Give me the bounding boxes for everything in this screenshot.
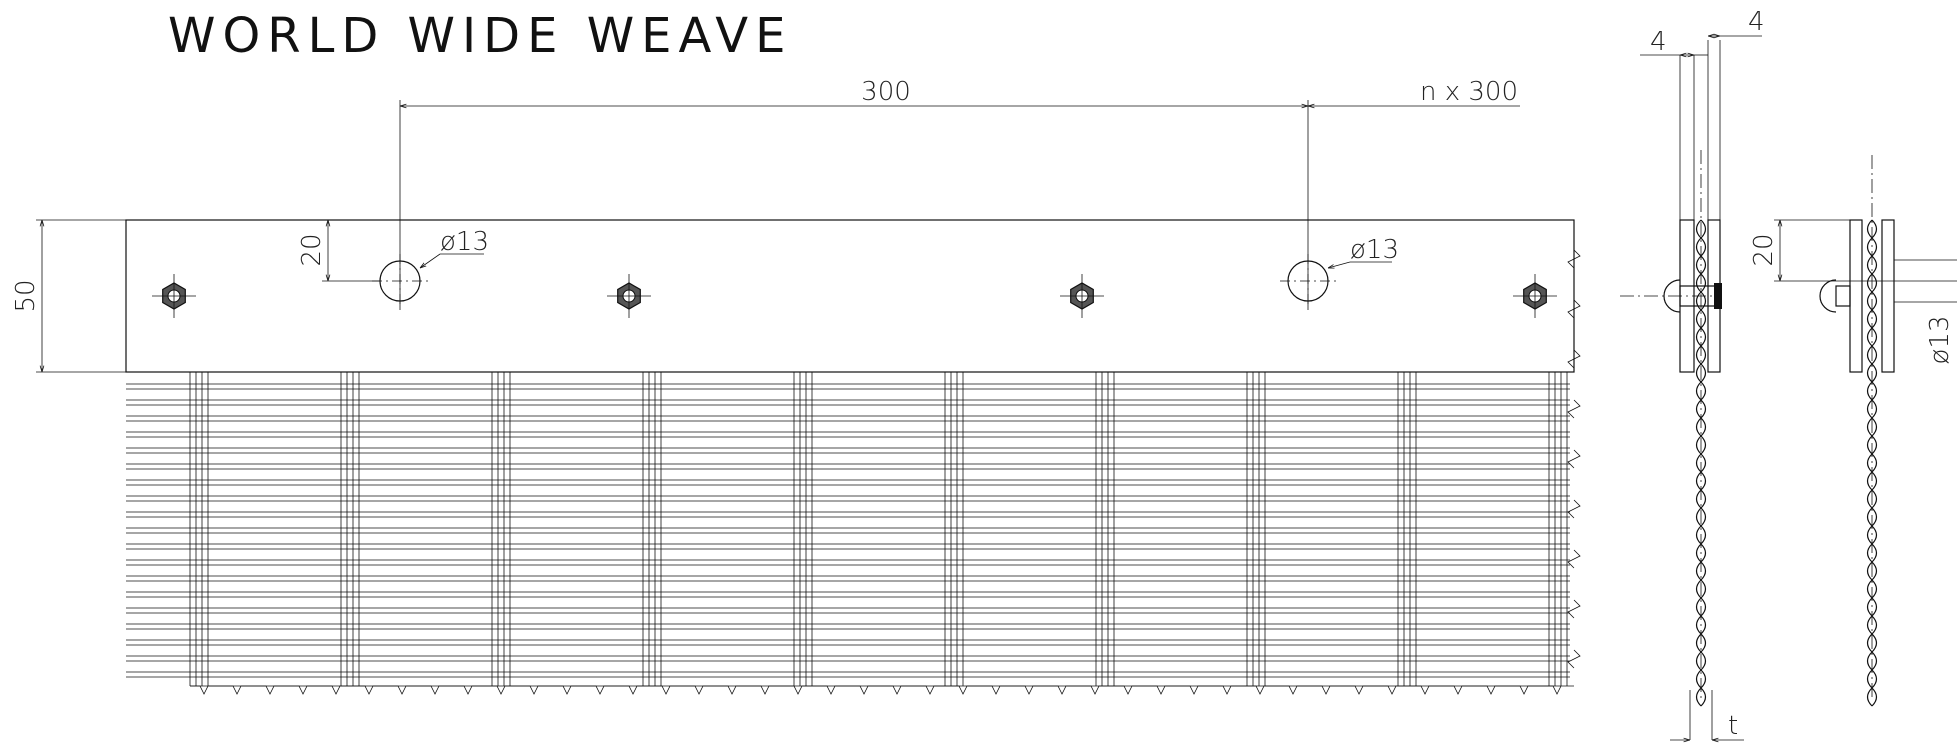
strip-height-dimension: 50 [11,219,126,373]
hex-bolt-4 [1513,274,1557,318]
hole-diameter-label-2: ø13 [1350,235,1399,265]
hex-bolt-3 [1060,274,1104,318]
strip-height-label: 50 [11,279,41,312]
hole-diameter-label-1: ø13 [440,227,489,257]
pitch-dimension: 300 n x 300 [399,77,1520,310]
mounting-hole-1: ø13 [372,227,489,308]
side-hole-offset-label: 20 [1749,233,1779,266]
plate-thickness-right-label: 4 [1748,7,1765,37]
section-view-1: 4 4 t [1620,7,1765,741]
wire-mesh [126,372,1574,695]
pitch-multiple-label: n x 300 [1420,77,1518,107]
hex-bolt-1 [152,274,196,318]
pitch-label: 300 [861,77,911,107]
side-hole-diameter-label: ø13 [1925,316,1955,365]
twisted-wire-2 [1866,219,1878,707]
drawing-title: WORLD WIDE WEAVE [168,8,793,64]
mesh-thickness-label: t [1728,711,1738,741]
mounting-hole-2: ø13 [1280,235,1399,308]
break-line [1567,249,1581,669]
clamp-strip [125,219,1575,373]
plate-thickness-left-label: 4 [1650,27,1667,57]
hole-offset-label: 20 [297,233,327,266]
section-view-2: 20 ø13 [1749,155,1957,707]
hex-bolts [152,274,1557,318]
hex-bolt-2 [607,274,651,318]
twisted-wire-1 [1695,219,1707,707]
hole-offset-dimension: 20 [297,220,380,282]
